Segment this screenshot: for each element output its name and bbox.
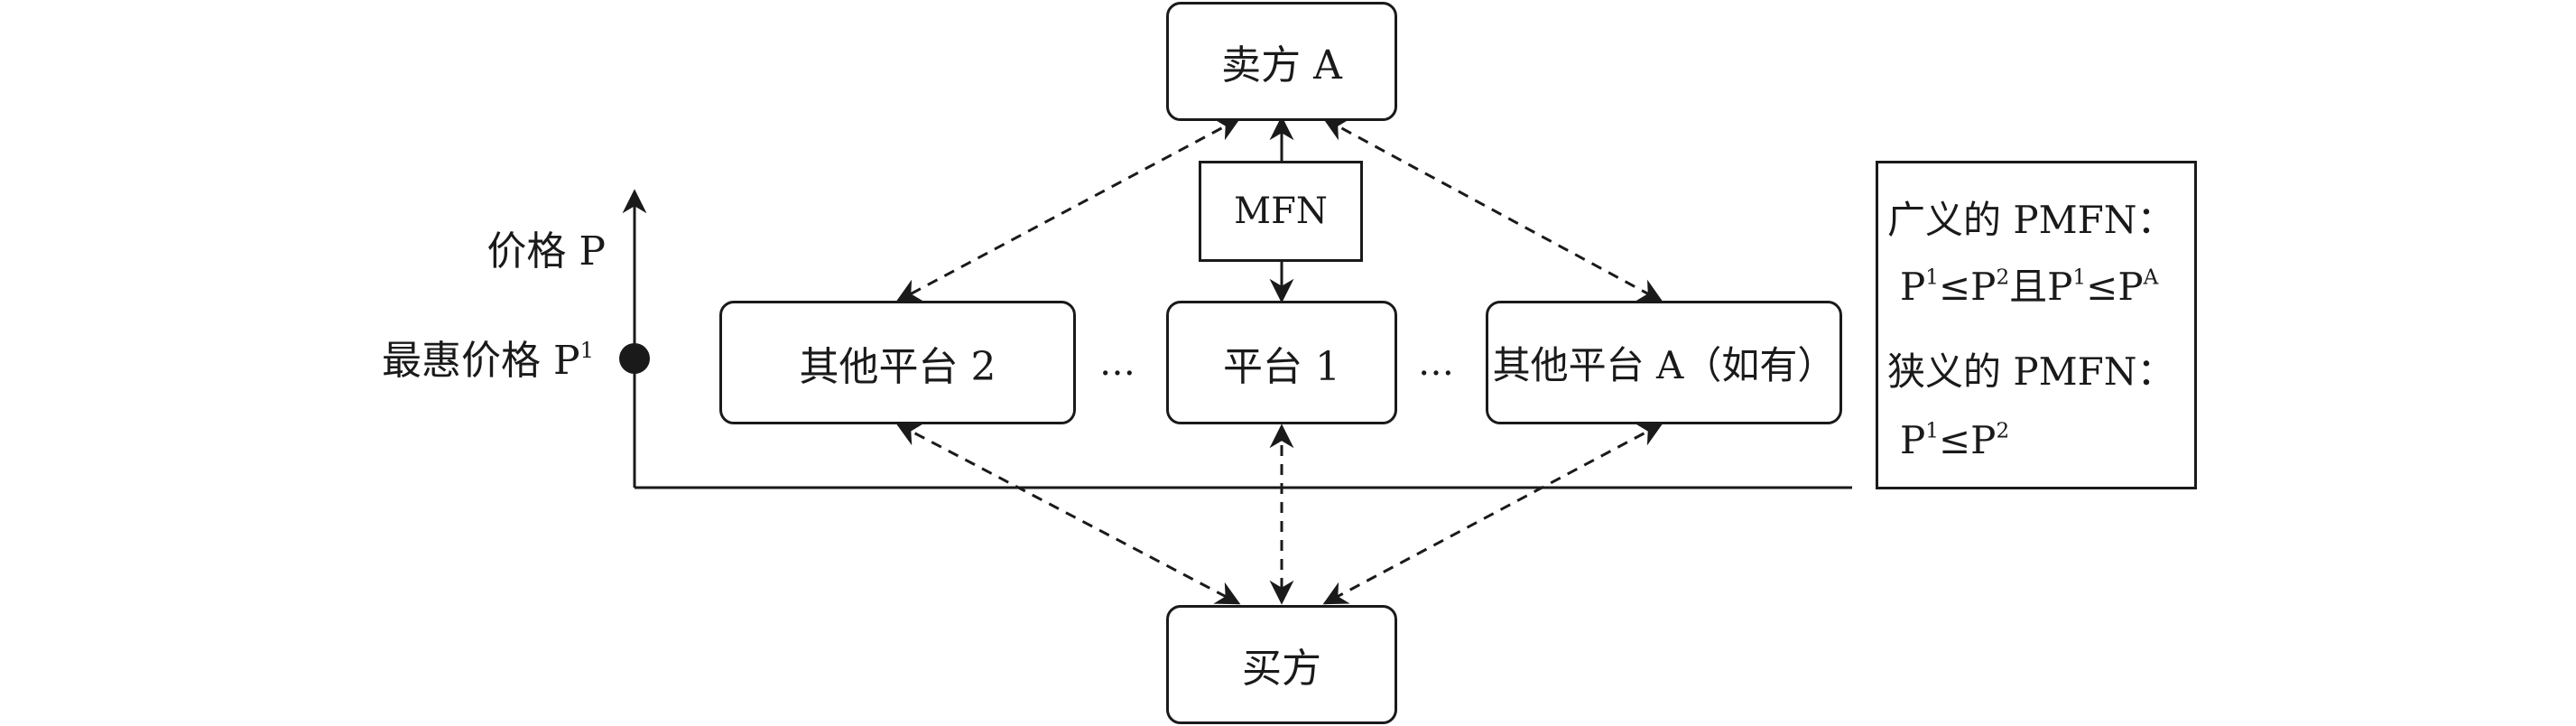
node-mfn: MFN — [1199, 161, 1363, 262]
pmfn-legend: 广义的 PMFN： P1≤P2且P1≤PA 狭义的 PMFN： P1≤P2 — [1876, 161, 2197, 489]
node-seller-a: 卖方 A — [1166, 2, 1397, 121]
node-platform-other-a: 其他平台 A（如有） — [1486, 301, 1842, 424]
arrow-platform-other-a-buyer — [1322, 423, 1663, 605]
mfn-price-label: 最惠价格 P1 — [382, 337, 594, 384]
mfn-price-label-symbol: P — [553, 338, 580, 384]
node-platform-other-2-label: 其他平台 2 — [799, 343, 996, 390]
ellipsis-right: … — [1418, 342, 1454, 384]
arrow-seller-platform-other-a — [1322, 117, 1663, 302]
mfn-price-label-name: 最惠价格 — [382, 338, 541, 384]
legend-broad-formula: P1≤P2且P1≤PA — [1900, 265, 2159, 309]
arrow-seller-platform-other-2 — [895, 117, 1241, 302]
legend-narrow-title: 狭义的 PMFN： — [1887, 349, 2175, 394]
mfn-price-label-sup: 1 — [579, 337, 594, 363]
node-platform-other-2: 其他平台 2 — [719, 301, 1076, 424]
node-seller-a-label: 卖方 A — [1221, 42, 1342, 88]
node-platform-1: 平台 1 — [1166, 301, 1397, 424]
arrow-platform-other-2-buyer — [895, 423, 1241, 605]
legend-broad-title: 广义的 PMFN： — [1887, 198, 2175, 242]
node-platform-1-label: 平台 1 — [1223, 343, 1340, 390]
node-mfn-label: MFN — [1234, 191, 1328, 232]
ellipsis-left: … — [1099, 342, 1135, 384]
node-platform-other-a-label: 其他平台 A（如有） — [1492, 343, 1836, 387]
mfn-price-point — [619, 343, 650, 374]
node-buyer: 买方 — [1166, 605, 1397, 724]
node-buyer-label: 买方 — [1242, 646, 1321, 692]
price-axis-label-name: 价格 — [486, 228, 567, 275]
price-axis-label: 价格 P — [486, 232, 606, 272]
legend-narrow-formula: P1≤P2 — [1900, 418, 2010, 462]
price-axis-label-symbol: P — [579, 228, 606, 275]
